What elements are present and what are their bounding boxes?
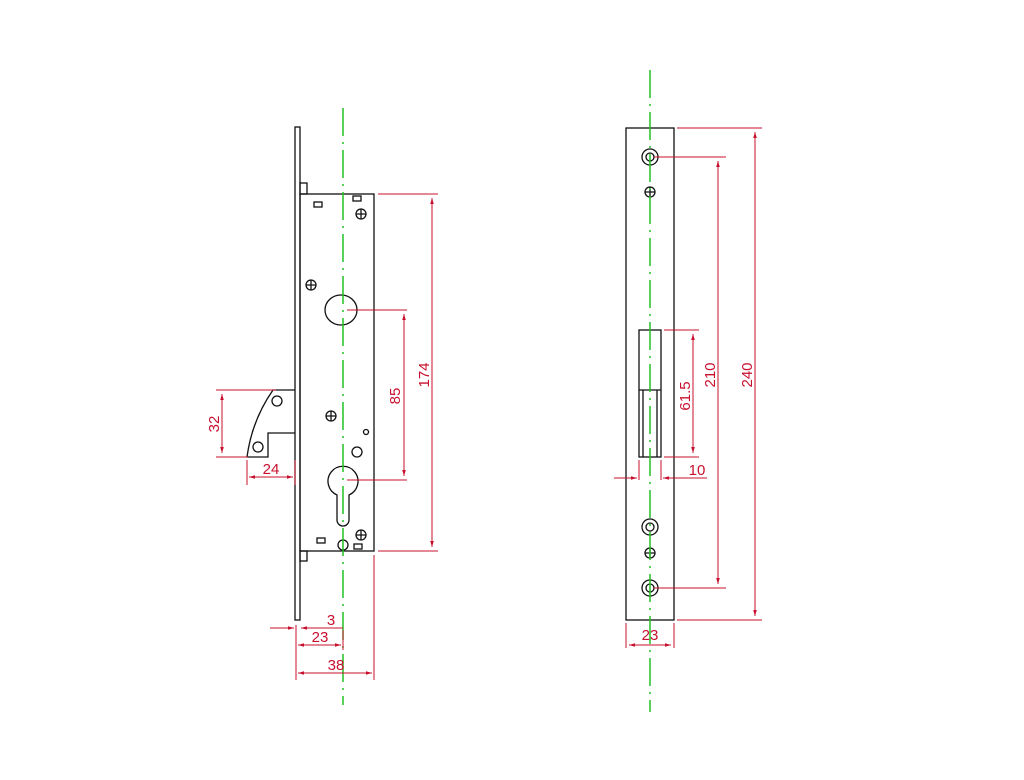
dim-23: 23: [642, 627, 659, 644]
screw-icon: [325, 410, 337, 422]
dim-85: 85: [387, 388, 404, 405]
latch-bolt: [246, 389, 295, 458]
dimension-lines: [216, 193, 438, 680]
screw-icon: [355, 529, 367, 541]
dim-10: 10: [689, 462, 706, 479]
dim-61-5: 61.5: [677, 381, 694, 410]
dim-174: 174: [416, 362, 433, 387]
screw-icon: [355, 208, 367, 220]
lock-body-view: 174 85 32 24 3 23 38: [206, 108, 438, 705]
faceplate: [294, 126, 301, 621]
screw-icon: [305, 279, 317, 291]
dim-210: 210: [702, 362, 719, 387]
dim-23: 23: [312, 629, 329, 646]
dim-38: 38: [328, 657, 345, 674]
dim-240: 240: [739, 362, 756, 387]
dim-32: 32: [206, 416, 223, 433]
dimension-lines: [614, 127, 762, 648]
dim-24: 24: [263, 461, 280, 478]
cylinder-hole: [327, 465, 359, 527]
dim-3: 3: [327, 612, 335, 629]
lock-case: [299, 193, 375, 552]
strike-plate-view: 240 210 61.5 10 23: [614, 70, 762, 712]
